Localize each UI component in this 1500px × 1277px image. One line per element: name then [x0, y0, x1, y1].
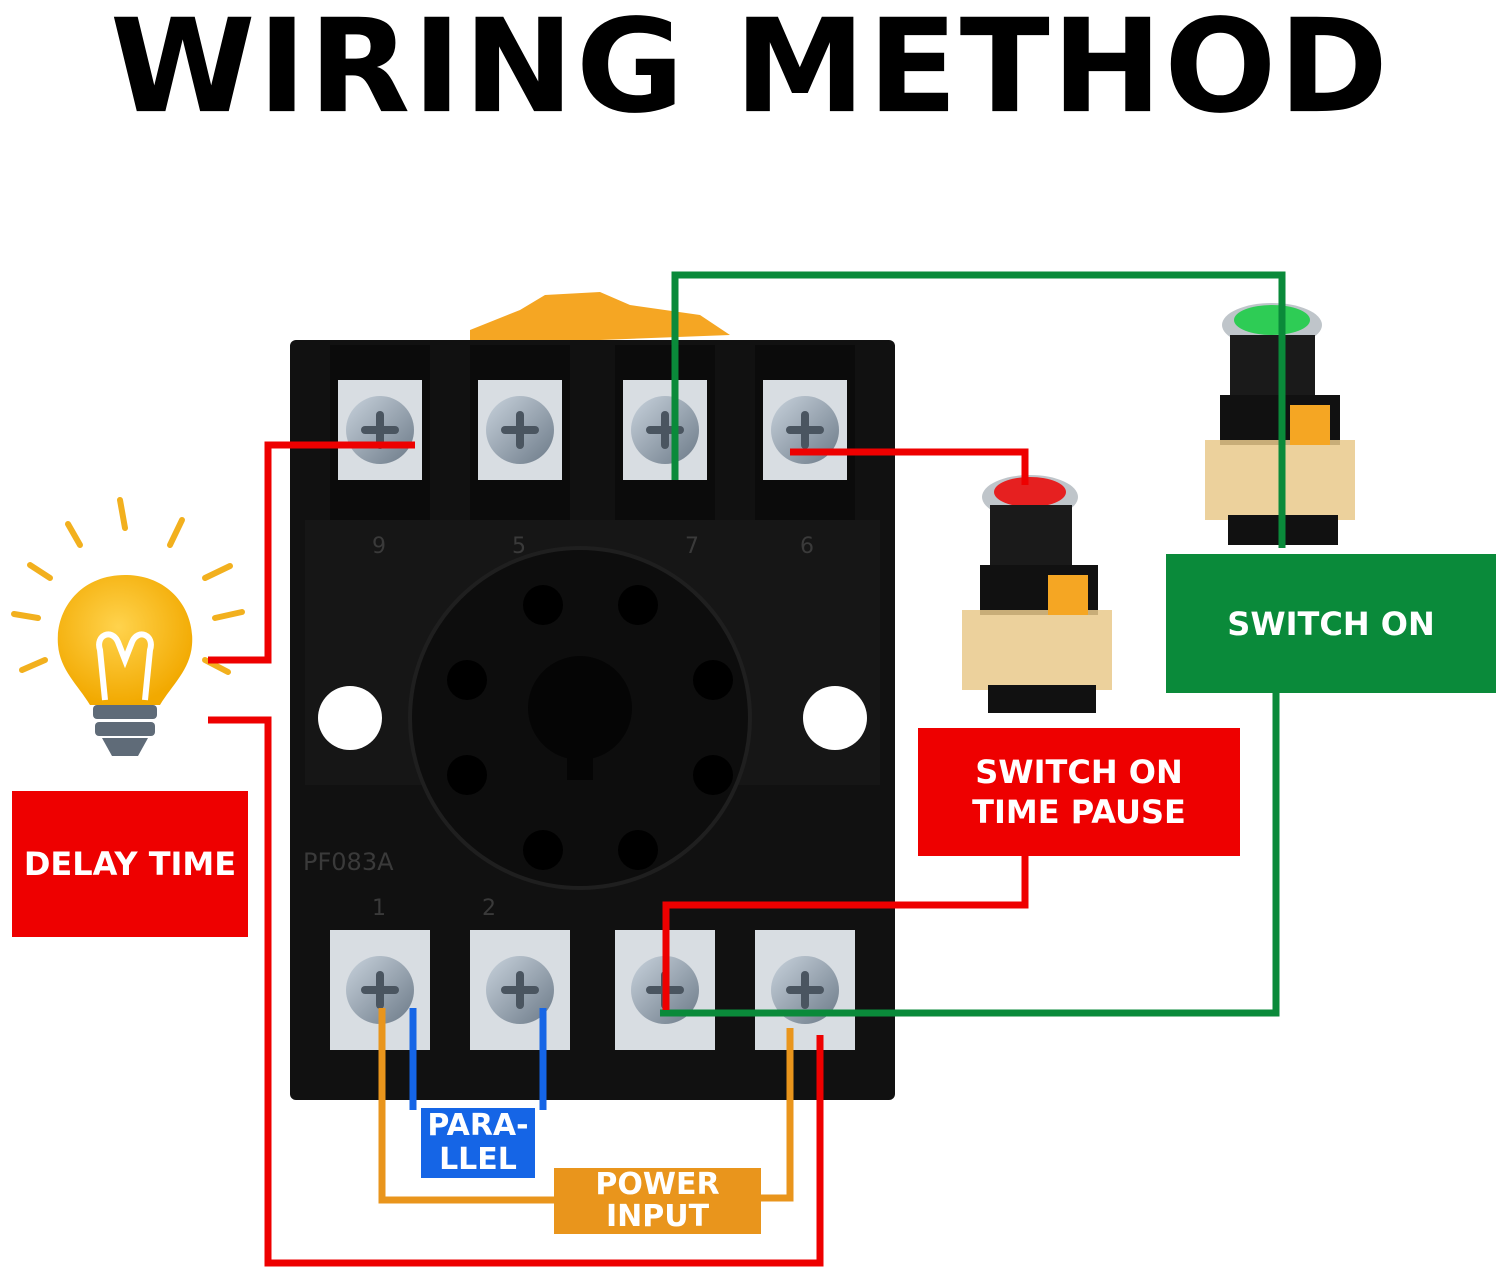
- switch-on-label: SWITCH ON: [1166, 554, 1496, 693]
- top-terminal-block: [330, 345, 855, 520]
- red-push-button: [962, 475, 1112, 713]
- terminal-number: 2: [482, 896, 496, 921]
- orange-wire: [378, 1008, 556, 1204]
- red-wire: [208, 441, 415, 664]
- green-wire: [660, 693, 1280, 1017]
- red-wire: [662, 856, 1029, 1010]
- mounting-hole: [803, 686, 867, 750]
- orange-wire: [760, 1028, 794, 1202]
- red-wire: [790, 448, 1029, 485]
- parallel-label: PARA- LLEL: [421, 1108, 535, 1178]
- terminal-number: 7: [685, 534, 699, 559]
- green-wire: [671, 271, 1286, 548]
- switch-on-time-pause-label: SWITCH ON TIME PAUSE: [918, 728, 1240, 856]
- mounting-hole: [318, 686, 382, 750]
- model-number: PF083A: [303, 848, 394, 876]
- light-bulb-icon: [11, 497, 245, 756]
- terminal-number: 9: [372, 534, 386, 559]
- relay-socket-base: 9 5 7 6 1 2 PF083A: [290, 292, 895, 1100]
- terminal-number: 5: [512, 534, 526, 559]
- red-wire: [208, 716, 824, 1267]
- terminal-number: 1: [372, 896, 386, 921]
- power-input-label: POWER INPUT: [554, 1168, 761, 1234]
- socket-pin-holes: [447, 585, 733, 870]
- page-title: WIRING METHOD: [109, 0, 1391, 143]
- terminal-number: 6: [800, 534, 814, 559]
- delay-time-label: DELAY TIME: [12, 791, 248, 937]
